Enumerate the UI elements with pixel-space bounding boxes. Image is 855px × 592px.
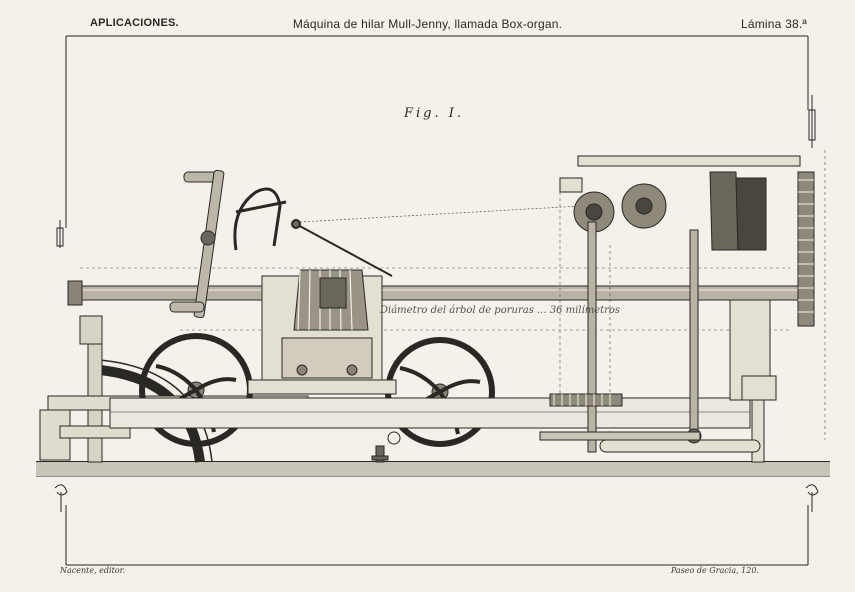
guide-marker-left bbox=[56, 220, 64, 248]
plate-number: Lámina 38.ª bbox=[740, 17, 807, 31]
large-gear-right bbox=[797, 171, 815, 327]
ornament-left bbox=[54, 484, 68, 512]
vertical-shaft-left bbox=[587, 221, 597, 453]
bevel-gear-upper-left bbox=[573, 191, 615, 233]
publisher-address: Paseo de Gracia, 120. bbox=[670, 566, 759, 575]
floor bbox=[36, 461, 830, 477]
tension-rod bbox=[291, 219, 393, 277]
hand-lever bbox=[169, 169, 225, 319]
headstock-frame bbox=[559, 155, 801, 463]
main-shaft bbox=[67, 280, 813, 306]
plate-border bbox=[65, 35, 809, 566]
figure-label: Fig. I. bbox=[404, 106, 465, 121]
swan-neck-arm bbox=[233, 187, 287, 251]
floor-fitting bbox=[387, 431, 401, 445]
floor-bolt bbox=[371, 445, 389, 463]
thread-line bbox=[299, 205, 581, 223]
lower-gear-P bbox=[549, 393, 623, 407]
bevel-gear-center bbox=[293, 269, 369, 331]
bevel-gear-upper-mid bbox=[621, 183, 667, 229]
shaft-diameter-note: Diámetro del árbol de poruras ... 36 mil… bbox=[380, 305, 621, 316]
carriage-beam bbox=[109, 397, 751, 429]
publisher-credit: Nacente, editor. bbox=[60, 566, 126, 575]
guide-marker-right bbox=[808, 95, 816, 148]
section-heading: APLICACIONES. bbox=[90, 17, 179, 29]
cam-block-K bbox=[709, 171, 767, 251]
lower-shaft bbox=[539, 431, 701, 441]
ornament-right bbox=[805, 484, 819, 512]
plate-title: Máquina de hilar Mull-Jenny, llamada Box… bbox=[292, 17, 563, 31]
